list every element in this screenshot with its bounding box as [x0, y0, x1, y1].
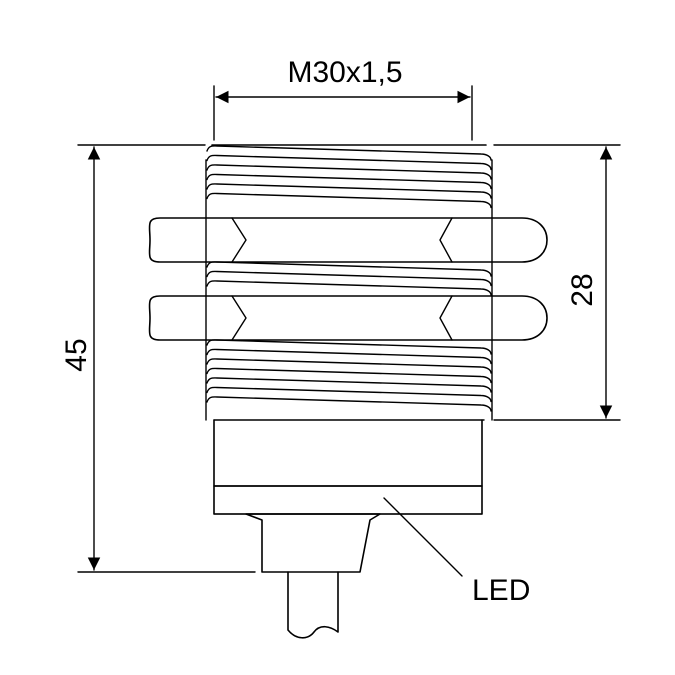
thread-line — [206, 348, 492, 365]
thread-line — [206, 358, 492, 374]
cable — [245, 513, 381, 639]
dimension-overall-length: 45 — [60, 144, 256, 573]
thread-outline — [205, 144, 493, 421]
led-label: LED — [472, 574, 530, 607]
dimension-thread-length: 28 — [493, 144, 621, 421]
thread-line — [206, 386, 492, 403]
thread-length-label: 28 — [566, 273, 599, 306]
thread-line — [206, 164, 492, 180]
thread-size-label: M30x1,5 — [287, 56, 402, 89]
overall-length-label: 45 — [60, 338, 93, 371]
thread-line — [206, 154, 492, 171]
thread-line — [206, 145, 492, 161]
housing-cap — [213, 419, 483, 515]
led-callout: LED — [383, 497, 530, 607]
led-ring — [213, 485, 483, 515]
hex-nut-lower — [148, 295, 548, 341]
hex-nut-upper — [148, 217, 548, 263]
thread-line — [206, 396, 492, 412]
thread-line — [206, 367, 492, 384]
thread-line — [206, 280, 492, 296]
thread-line — [206, 192, 492, 209]
dimension-thread: M30x1,5 — [213, 56, 473, 141]
thread-line — [206, 261, 492, 277]
thread-helix-middle — [206, 261, 492, 296]
thread-line — [206, 377, 492, 393]
thread-line — [206, 339, 492, 355]
thread-helix-bottom — [206, 339, 492, 412]
thread-line — [206, 173, 492, 190]
thread-line — [206, 270, 492, 287]
thread-line — [206, 183, 492, 199]
threaded-body — [148, 144, 548, 421]
thread-helix-top — [206, 145, 492, 209]
